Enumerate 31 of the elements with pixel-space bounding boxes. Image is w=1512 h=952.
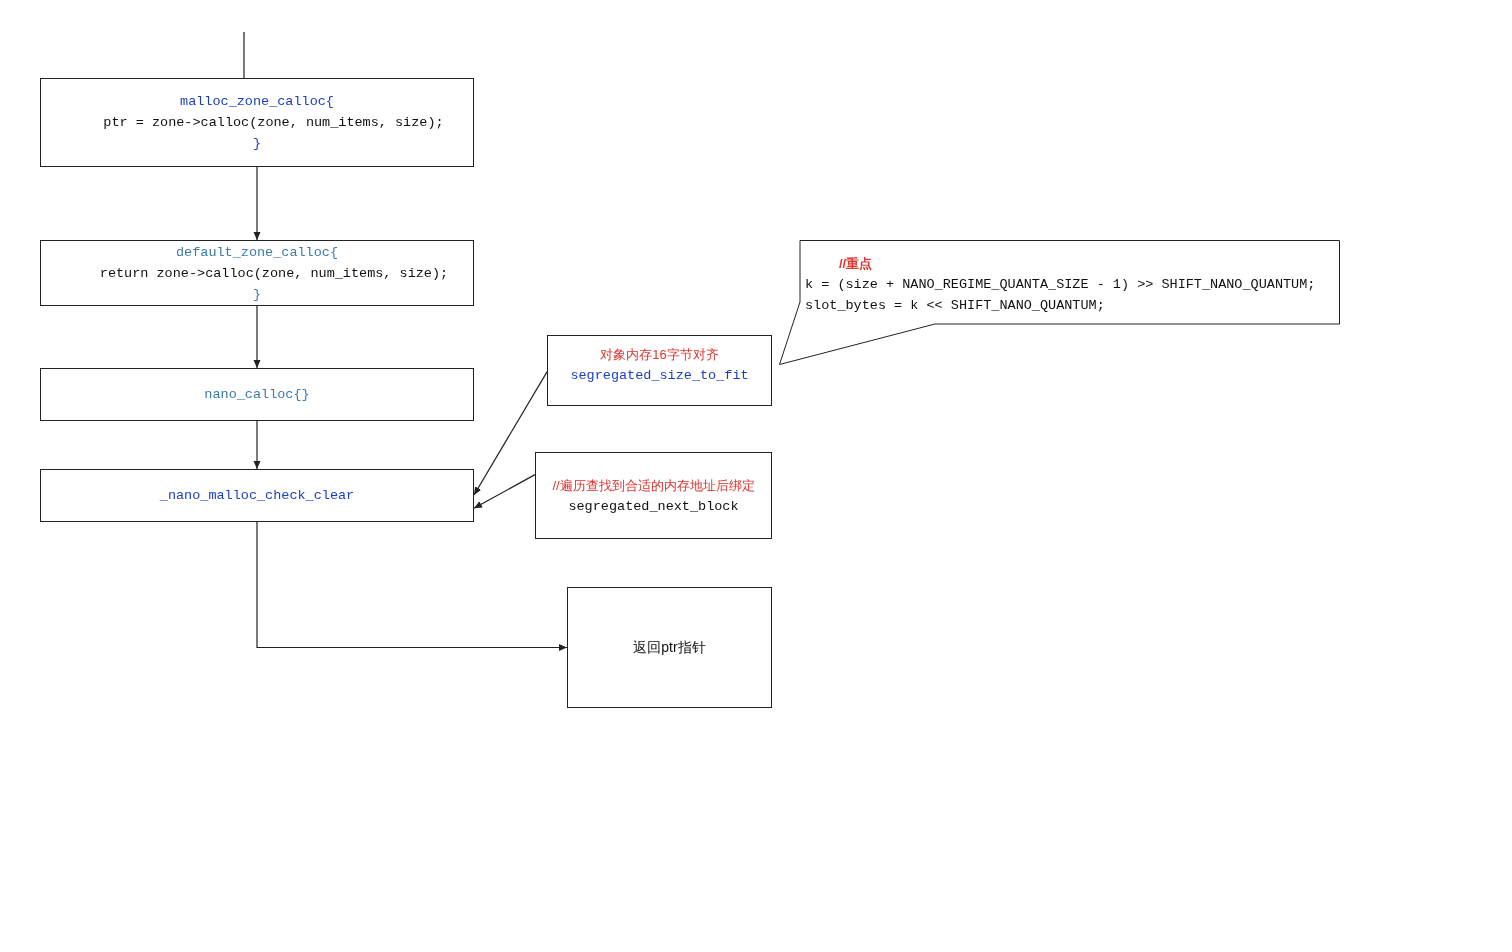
code-text: default_zone_calloc{ [176,243,338,262]
code-text: return zone->calloc(zone, num_items, size); [98,264,449,283]
code-text: segregated_size_to_fit [570,367,749,385]
arrow [256,521,568,651]
code-text: } [252,135,262,153]
process-box [567,587,772,708]
arrow [473,371,548,496]
comment-text: //遍历查找到合适的内存地址后绑定 [552,476,755,495]
code-text: k = (size + NANO_REGIME_QUANTA_SIZE - 1) >> SHIFT_NANO_QUANTUM; [805,276,1316,294]
process-box [547,335,772,406]
callout-box [779,240,1340,365]
arrow [253,305,261,369]
arrow [253,166,261,241]
comment-text: //重点 [838,255,873,273]
code-text: segregated_next_block [568,497,739,516]
process-box [40,469,474,522]
arrow [253,420,261,470]
process-box [40,240,474,306]
process-box [40,368,474,421]
arrow [473,474,536,509]
code-text: ptr = zone->calloc(zone, num_items, size); [102,114,444,132]
code-text: _nano_malloc_check_clear [159,487,355,505]
process-box [535,452,772,539]
code-text: slot_bytes = k << SHIFT_NANO_QUANTUM; [805,297,1105,315]
code-text: nano_calloc{} [204,386,310,404]
connector-line [243,31,245,79]
code-text: } [252,285,262,304]
box-label: 返回ptr指针 [633,638,706,657]
comment-text: 对象内存16字节对齐 [600,346,719,364]
code-text: malloc_zone_calloc{ [180,93,334,111]
process-box [40,78,474,167]
